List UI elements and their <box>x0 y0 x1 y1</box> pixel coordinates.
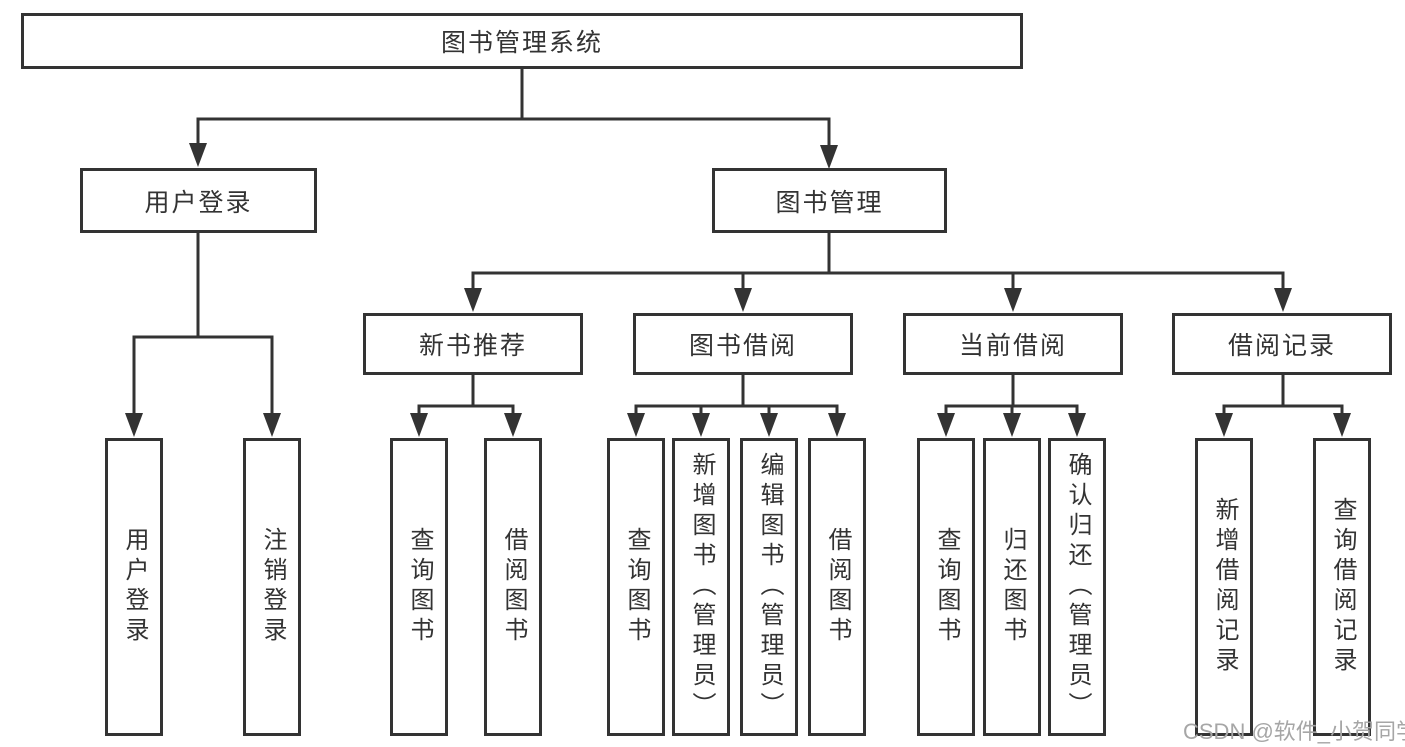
node-label: 编辑图书（管理员） <box>756 452 783 722</box>
node-book-borrow: 图书借阅 <box>633 313 853 375</box>
node-label: 归还图书 <box>999 527 1026 647</box>
leaf-query-books-current: 查询图书 <box>917 438 975 736</box>
node-label: 图书管理系统 <box>440 29 603 57</box>
node-label: 查询图书 <box>623 527 650 647</box>
node-label: 注销登录 <box>259 527 286 647</box>
node-label: 新增图书（管理员） <box>688 452 715 722</box>
leaf-edit-books-admin: 编辑图书（管理员） <box>740 438 798 736</box>
node-label: 借阅记录 <box>1227 332 1336 360</box>
node-label: 当前借阅 <box>958 332 1067 360</box>
node-label: 新书推荐 <box>418 332 527 360</box>
node-label: 图书借阅 <box>688 332 797 360</box>
arrowheads <box>125 143 1351 437</box>
node-book-management-system: 图书管理系统 <box>21 13 1023 69</box>
leaf-logout: 注销登录 <box>243 438 301 736</box>
node-label: 借阅图书 <box>500 527 527 647</box>
leaf-user-login: 用户登录 <box>105 438 163 736</box>
leaf-add-borrow-record: 新增借阅记录 <box>1195 438 1253 736</box>
node-label: 确认归还（管理员） <box>1064 452 1091 722</box>
node-label: 借阅图书 <box>824 527 851 647</box>
leaf-query-borrow-record: 查询借阅记录 <box>1313 438 1371 736</box>
node-book-management: 图书管理 <box>712 168 947 233</box>
leaf-borrow-books-recommend: 借阅图书 <box>484 438 542 736</box>
leaf-add-books-admin: 新增图书（管理员） <box>672 438 730 736</box>
csdn-watermark: CSDN @软件_小贺同学 <box>1183 719 1405 744</box>
leaf-query-books-recommend: 查询图书 <box>390 438 448 736</box>
node-new-book-recommend: 新书推荐 <box>363 313 583 375</box>
leaf-query-books-borrow: 查询图书 <box>607 438 665 736</box>
node-user-login: 用户登录 <box>80 168 317 233</box>
node-label: 查询借阅记录 <box>1329 497 1356 677</box>
node-current-borrow: 当前借阅 <box>903 313 1123 375</box>
leaf-borrow-books-borrow: 借阅图书 <box>808 438 866 736</box>
node-label: 新增借阅记录 <box>1211 497 1238 677</box>
node-label: 用户登录 <box>144 188 253 217</box>
leaf-return-books: 归还图书 <box>983 438 1041 736</box>
leaf-confirm-return-admin: 确认归还（管理员） <box>1048 438 1106 736</box>
node-borrow-records: 借阅记录 <box>1172 313 1392 375</box>
node-label: 图书管理 <box>775 188 884 217</box>
node-label: 用户登录 <box>121 527 148 647</box>
node-label: 查询图书 <box>406 527 433 647</box>
node-label: 查询图书 <box>933 527 960 647</box>
